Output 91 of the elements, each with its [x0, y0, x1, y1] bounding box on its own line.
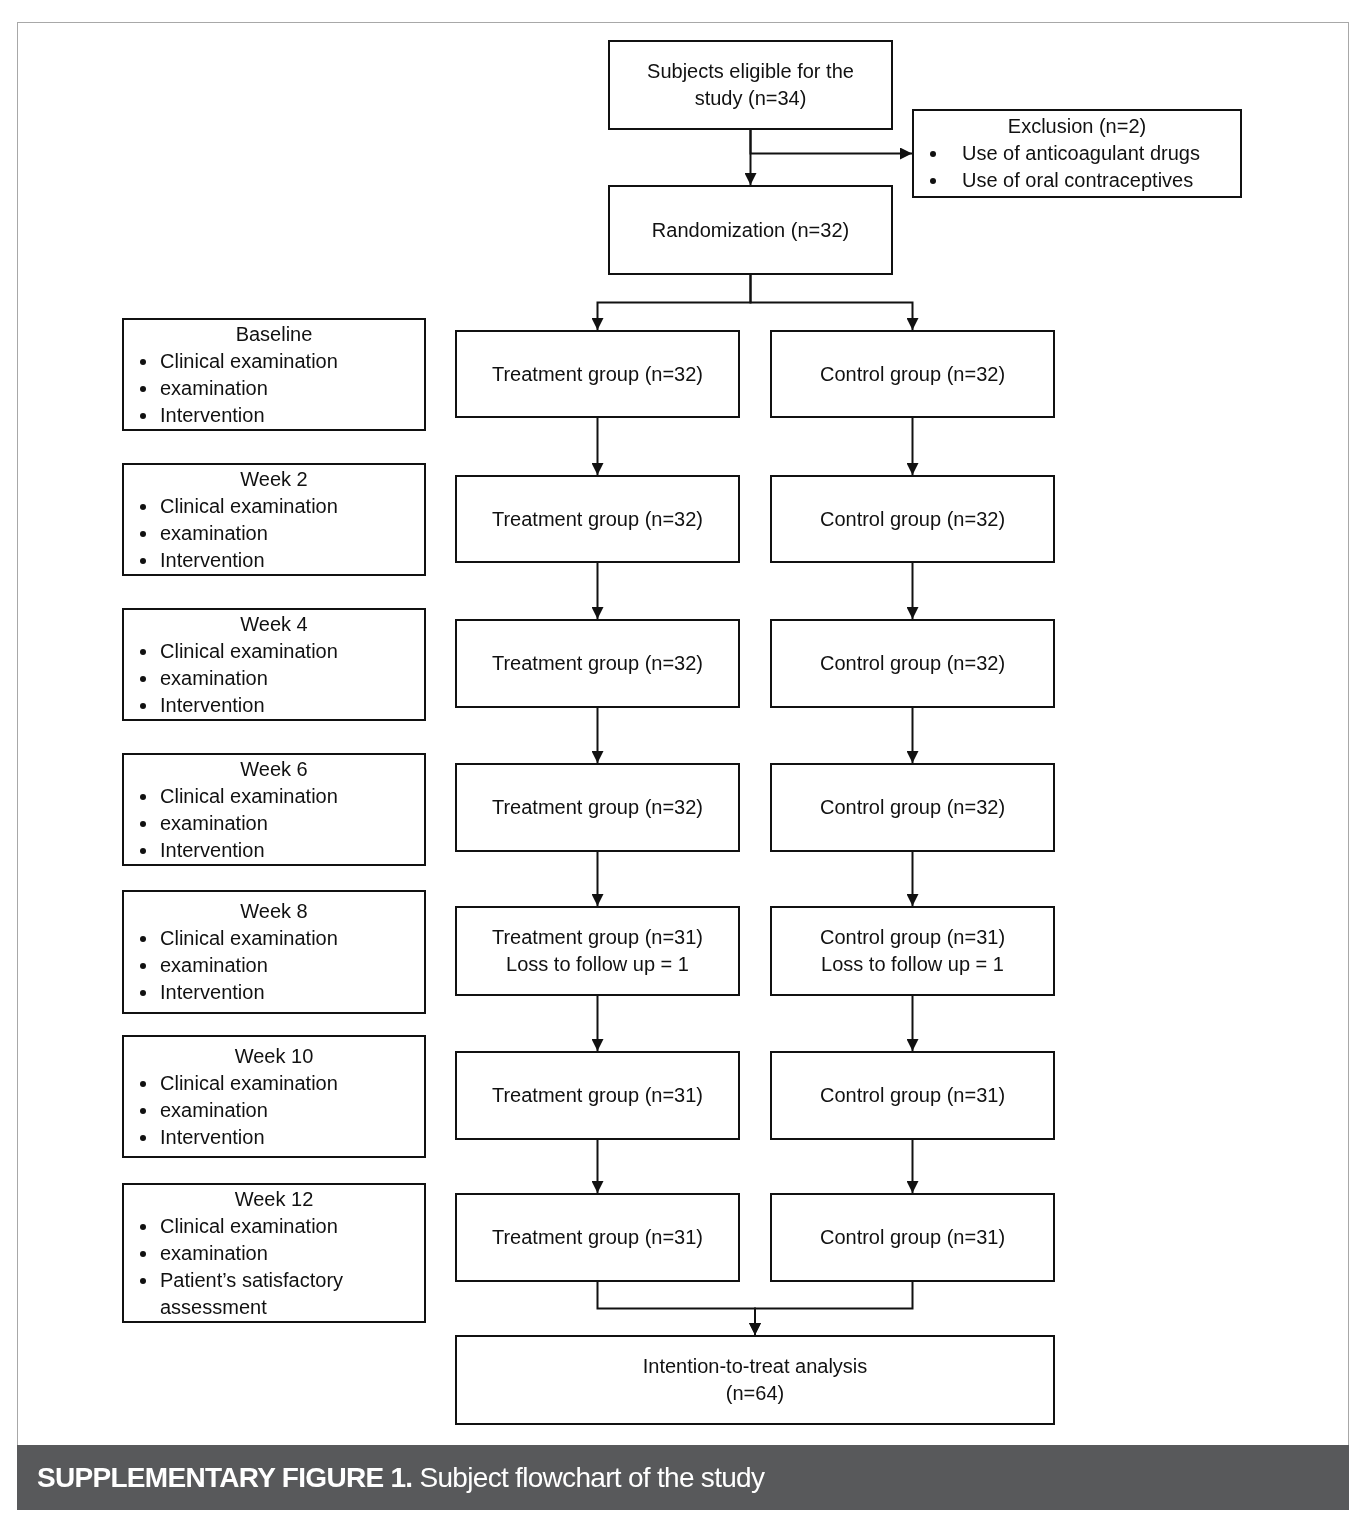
bullet-text: Intervention — [160, 692, 265, 718]
arrow — [591, 707, 604, 764]
bullet-text: Clinical examination — [160, 926, 338, 951]
process-box — [122, 1035, 426, 1158]
box-text: Intention-to-treat analysis (n=64) — [641, 1354, 869, 1406]
box-text: Randomization (n=32) — [651, 217, 850, 243]
box-heading: Week 8 — [240, 899, 308, 924]
arrow — [906, 851, 919, 907]
bullet-text: examination — [160, 520, 268, 546]
process-box — [770, 619, 1055, 708]
bullet-text: Clinical examination — [160, 1213, 338, 1239]
box-heading: Exclusion (n=2) — [1007, 114, 1147, 139]
process-box — [770, 1193, 1055, 1282]
process-box — [608, 185, 893, 275]
process-box — [770, 475, 1055, 563]
bullet-text: Clinical examination — [160, 493, 338, 519]
box-text: Treatment group (n=32) — [491, 361, 703, 387]
box-text: Loss to follow up = 1 — [821, 952, 1004, 977]
process-box — [122, 318, 426, 431]
arrow — [591, 417, 604, 476]
box-text: Subjects eligible for the study (n=34) — [646, 59, 855, 111]
bullet-text: Intervention — [160, 1124, 265, 1150]
box-heading: Baseline — [235, 321, 313, 347]
arrow — [906, 707, 919, 764]
bullet-text: examination — [160, 953, 268, 978]
bullet-text: Intervention — [160, 837, 265, 863]
arrow — [906, 562, 919, 620]
box-text: Control group (n=32) — [819, 506, 1006, 532]
bullet-text: examination — [160, 810, 268, 836]
process-box — [122, 608, 426, 721]
process-box — [770, 906, 1055, 996]
arrow — [591, 1139, 604, 1194]
box-heading: Week 10 — [234, 1043, 314, 1069]
box-heading: Week 2 — [240, 466, 308, 492]
bullet-text: examination — [160, 1097, 268, 1123]
bullet-text: Clinical examination — [160, 1070, 338, 1096]
bullet-text: examination — [160, 1240, 268, 1266]
process-box — [912, 109, 1242, 198]
bullet-text: Clinical examination — [160, 783, 338, 809]
box-text: Control group (n=31) — [819, 1225, 1006, 1250]
process-box — [608, 40, 893, 130]
box-text: Treatment group (n=31) — [491, 1225, 703, 1250]
arrow — [906, 995, 919, 1052]
process-box — [122, 753, 426, 866]
box-text: Control group (n=32) — [819, 795, 1006, 820]
process-box — [770, 763, 1055, 852]
process-box — [122, 463, 426, 576]
arrow — [906, 417, 919, 476]
box-text: Treatment group (n=32) — [491, 651, 703, 676]
box-heading: Week 12 — [234, 1186, 314, 1212]
box-text: Control group (n=31) — [819, 925, 1006, 950]
box-text: Loss to follow up = 1 — [506, 952, 689, 977]
box-text: Treatment group (n=32) — [491, 506, 703, 532]
process-box — [455, 330, 740, 418]
arrow — [749, 129, 913, 160]
box-text: Control group (n=32) — [819, 651, 1006, 676]
process-box — [770, 1051, 1055, 1140]
process-box — [122, 890, 426, 1014]
box-heading: Week 4 — [240, 611, 308, 637]
process-box — [455, 906, 740, 996]
bullet-text: Clinical examination — [160, 348, 338, 374]
process-box — [455, 763, 740, 852]
box-text: Control group (n=32) — [819, 361, 1006, 387]
bullet-text: Patient’s satisfactory assessment — [160, 1267, 345, 1320]
process-box — [455, 1051, 740, 1140]
arrow — [591, 995, 604, 1052]
bullet-text: Intervention — [160, 402, 265, 428]
box-text: Treatment group (n=32) — [491, 795, 703, 820]
arrow — [749, 274, 919, 331]
arrow — [749, 1281, 914, 1336]
box-text: Treatment group (n=31) — [491, 925, 703, 950]
bullet-text: Intervention — [160, 547, 265, 573]
bullet-text: Use of anticoagulant drugs — [962, 141, 1200, 166]
process-box — [455, 1335, 1055, 1425]
bullet-text: examination — [160, 665, 268, 691]
process-box — [455, 1193, 740, 1282]
process-box — [455, 475, 740, 563]
bullet-text: Use of oral contraceptives — [962, 168, 1194, 193]
process-box — [455, 619, 740, 708]
bullet-text: Intervention — [160, 980, 265, 1005]
arrow — [591, 562, 604, 620]
arrow — [591, 851, 604, 907]
box-text: Treatment group (n=31) — [491, 1083, 703, 1108]
process-box — [122, 1183, 426, 1323]
bullet-text: examination — [160, 375, 268, 401]
box-text: Control group (n=31) — [819, 1083, 1006, 1108]
box-heading: Week 6 — [240, 756, 308, 782]
bullet-text: Clinical examination — [160, 638, 338, 664]
arrow — [906, 1139, 919, 1194]
process-box — [770, 330, 1055, 418]
figure-caption: SUPPLEMENTARY FIGURE 1. Subject flowchart of the study — [37, 1460, 765, 1495]
